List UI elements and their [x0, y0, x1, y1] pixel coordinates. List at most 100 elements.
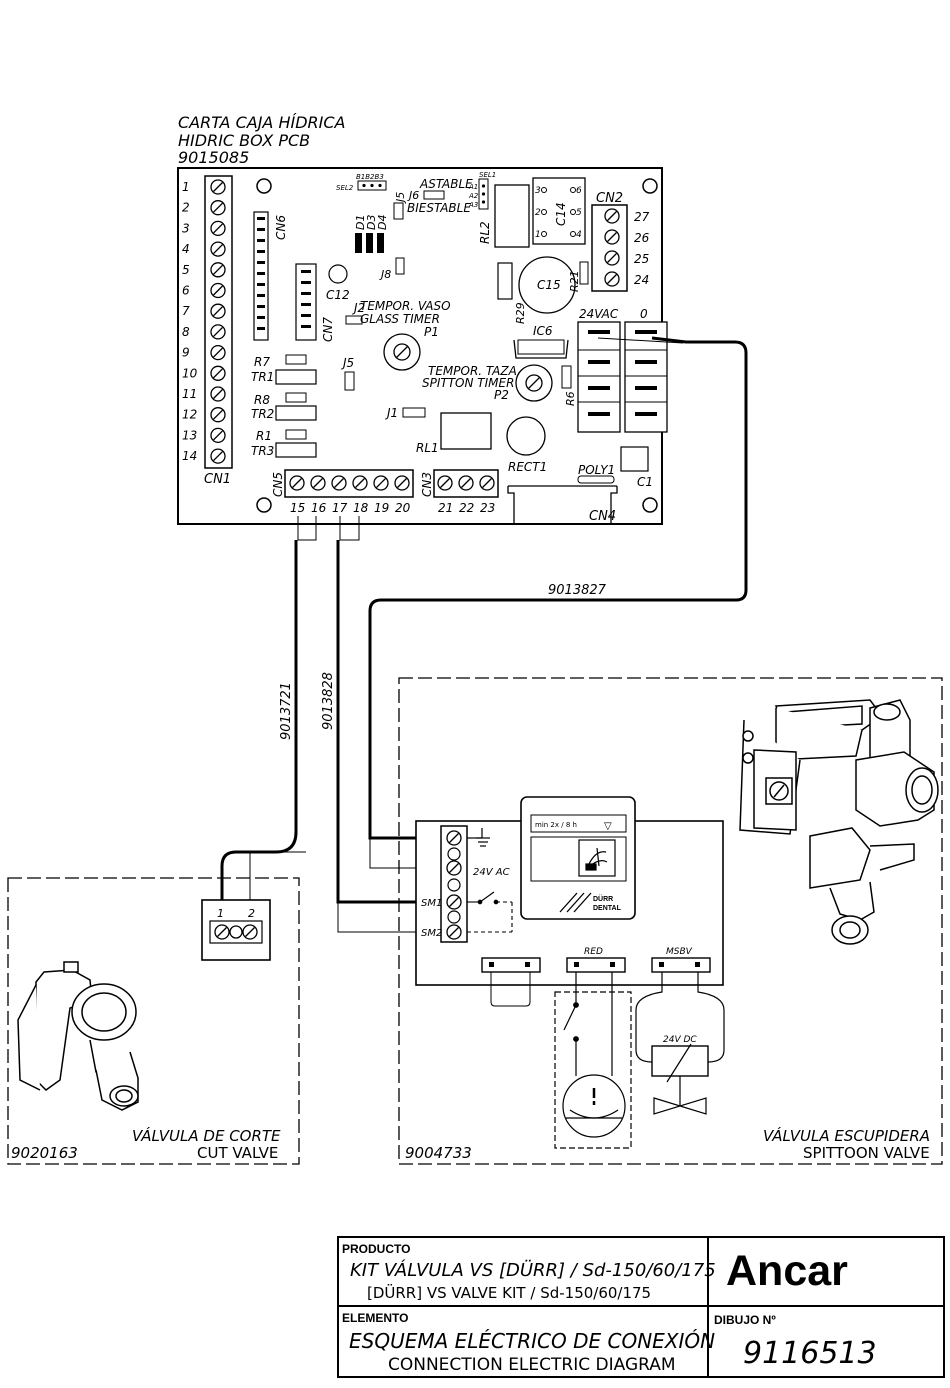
cn7-label: CN7 [321, 317, 335, 342]
svg-text:4: 4 [576, 230, 582, 240]
cn1-pin-number: 10 [182, 366, 198, 380]
cn1-pin-number: 13 [182, 428, 197, 442]
cn5-pin-number: 17 [332, 501, 348, 515]
mount-hole [256, 178, 272, 194]
j5-label: J5 [341, 356, 354, 370]
svg-text:2: 2 [535, 208, 541, 218]
cn7-connector: CN7 [295, 263, 335, 342]
svg-text:1: 1 [535, 230, 541, 240]
cn6-pin [257, 272, 265, 275]
j2-label: J2 [352, 301, 365, 315]
producto-en: [DÜRR] VS VALVE KIT / Sd-150/60/175 [367, 1283, 651, 1302]
cn2-pin-number: 26 [634, 231, 650, 245]
cn7-pin [301, 292, 311, 295]
svg-text:3: 3 [535, 186, 541, 196]
red-label: RED [584, 947, 603, 957]
cn1-screw [210, 303, 226, 319]
cn1-screw [210, 386, 226, 402]
spittoon-terminal-strip [440, 825, 468, 943]
b-labels: B1B2B3 [356, 173, 384, 181]
mount-hole [256, 497, 272, 513]
cn5-label: CN5 [271, 472, 285, 497]
cn2-label: CN2 [596, 191, 623, 206]
cn1-pin-number: 7 [182, 304, 190, 318]
sm1-label: SM1 [421, 898, 442, 909]
cn6-pin [257, 327, 265, 330]
r21-resistor [579, 261, 589, 285]
d1-label: D1 [354, 215, 367, 230]
r21-label: R21 [568, 270, 581, 292]
poly1-label: POLY1 [578, 463, 615, 477]
producto-label: PRODUCTO [342, 1242, 410, 1256]
c15-capacitor [518, 256, 576, 314]
cn1-pin-number: 3 [182, 221, 190, 235]
spittoon-valve-picture [739, 699, 939, 945]
d3-label: D3 [365, 215, 378, 230]
cn1-screw [210, 407, 226, 423]
cables [220, 336, 748, 933]
rl1-label: RL1 [416, 441, 439, 455]
cn5-screw [289, 475, 305, 491]
r7-label: R7 [254, 355, 270, 369]
cn1-pin-number: 14 [182, 449, 197, 463]
cn6-pin [257, 228, 265, 231]
cut-valve-code: 9020163 [11, 1144, 78, 1162]
cn1-screw [210, 365, 226, 381]
c1-capacitor [620, 446, 649, 472]
durr-brand-1: DÜRR [593, 894, 613, 903]
spittoon-24vdc-label: 24V DC [663, 1035, 697, 1045]
cn1-pin-number: 2 [182, 201, 190, 215]
cn1-screw [210, 200, 226, 216]
cn1-pin-number: 5 [182, 263, 190, 277]
cn1-screw [210, 448, 226, 464]
zero-label: 0 [640, 307, 648, 321]
pcb-title: CARTA CAJA HÍDRICA HIDRIC BOX PCB 901508… [178, 113, 345, 167]
spittoon-icon [585, 847, 608, 871]
cn6-pin [257, 305, 265, 308]
cut-valve-picture [17, 961, 139, 1111]
cn4-connector [507, 485, 618, 524]
cn7-pin [301, 314, 311, 317]
cn1-pin-number: 11 [182, 387, 197, 401]
j5-label-top: J5 [394, 192, 407, 204]
producto-es: KIT VÁLVULA VS [DÜRR] / Sd-150/60/175 [350, 1259, 716, 1281]
svg-text:5: 5 [576, 208, 582, 218]
cn2-pin-number: 25 [634, 252, 649, 266]
cn1-pin-number: 4 [182, 242, 190, 256]
tr1-triac [275, 369, 317, 385]
cn1-pin-number: 1 [182, 180, 190, 194]
a3-label: A3 [468, 201, 478, 209]
r1-label: R1 [256, 429, 272, 443]
cn2-screw [604, 208, 620, 224]
cn2-pin-number: 24 [634, 273, 649, 287]
cn6-connector: CN6 [253, 211, 288, 341]
spitton-timer-label-es: TEMPOR. TAZA [428, 364, 517, 378]
rect1-bridge [506, 416, 546, 456]
j1-label: J1 [385, 406, 398, 420]
durr-display-text: min 2x / 8 h [535, 821, 577, 829]
j8-label: J8 [379, 268, 391, 281]
cn1-screw [210, 241, 226, 257]
cn6-pin [257, 261, 265, 264]
c15-label: C15 [537, 278, 561, 292]
p2-potentiometer [515, 364, 553, 402]
cn3-pin-number: 23 [480, 501, 495, 515]
rect1-label: RECT1 [508, 460, 547, 474]
diodes: D1 D3 D4 [354, 215, 389, 253]
durr-brand-2: DENTAL [593, 905, 622, 912]
cn3-screw [437, 475, 453, 491]
spittoon-frame [398, 677, 943, 1165]
cable-9013828: 9013828 [321, 672, 336, 730]
pcb-title-en: HIDRIC BOX PCB [178, 131, 310, 150]
cut-valve-name-es: VÁLVULA DE CORTE [132, 1126, 281, 1145]
cn5-screw [394, 475, 410, 491]
cable-9013721-label: 9013721 [279, 682, 294, 740]
r29-resistor [497, 262, 513, 300]
cn5-pin-number: 20 [395, 501, 411, 515]
cn5-screw [352, 475, 368, 491]
svg-text:6: 6 [576, 186, 582, 196]
cn1-screw [210, 344, 226, 361]
mount-hole [642, 178, 658, 194]
